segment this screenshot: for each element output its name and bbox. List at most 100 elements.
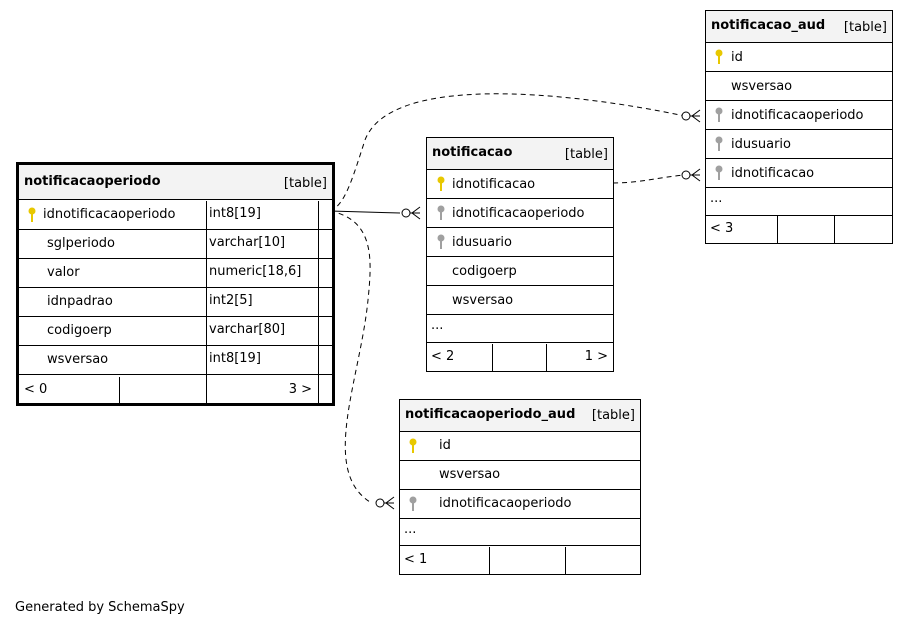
column-name: idnotificacaoperiodo [439, 496, 572, 511]
more-columns[interactable]: ... [400, 519, 640, 546]
relation-aud-notificacao [612, 174, 686, 184]
table-header: notificacaoperiodo_aud [table] [400, 400, 640, 432]
primary-key-icon [408, 438, 418, 454]
table-footer: < 1 [400, 547, 640, 574]
table-row[interactable]: idnotificacaoperiodo [400, 490, 640, 519]
table-row[interactable]: wsversao int8[19] [19, 346, 332, 375]
table-notificacao[interactable]: notificacao [table] idnotificacao idnoti… [426, 137, 614, 372]
column-type: int8[19] [209, 206, 261, 221]
table-row[interactable]: codigoerp [427, 257, 613, 286]
relation-notificacao-periodo [329, 210, 401, 214]
children-count[interactable]: 3 > [288, 382, 312, 397]
footer-divider [492, 344, 493, 371]
table-row[interactable]: id [400, 432, 640, 461]
parents-count[interactable]: < 2 [431, 349, 455, 364]
table-row[interactable]: idnotificacaoperiodo [427, 199, 613, 228]
table-footer: < 3 [706, 216, 892, 243]
generator-credit: Generated by SchemaSpy [15, 600, 185, 615]
table-notificacao-aud[interactable]: notificacao_aud [table] id wsversao idno… [705, 10, 893, 244]
column-name: wsversao [47, 352, 109, 367]
table-header: notificacao [table] [427, 138, 613, 170]
table-notificacaoperiodo[interactable]: notificacaoperiodo [table] idnotificacao… [16, 162, 335, 406]
column-name: idusuario [731, 137, 791, 152]
parents-count[interactable]: < 0 [24, 382, 48, 397]
column-divider [206, 201, 207, 403]
column-name: sglperiodo [47, 236, 116, 251]
foreign-key-icon [714, 165, 724, 181]
table-header: notificacaoperiodo [table] [19, 165, 332, 200]
table-name[interactable]: notificacaoperiodo [24, 174, 161, 189]
column-type: int2[5] [209, 293, 253, 308]
column-type: numeric[18,6] [209, 264, 302, 279]
table-kind: [table] [843, 20, 887, 35]
table-name[interactable]: notificacao_aud [711, 18, 826, 33]
table-kind: [table] [591, 408, 635, 423]
table-kind: [table] [564, 147, 608, 162]
table-kind: [table] [283, 176, 327, 191]
column-name: wsversao [731, 79, 793, 94]
table-row[interactable]: wsversao [400, 461, 640, 490]
column-name: codigoerp [452, 264, 517, 279]
table-row[interactable]: codigoerp varchar[80] [19, 317, 332, 346]
foreign-key-icon [408, 496, 418, 512]
column-type: int8[19] [209, 351, 261, 366]
column-name: id [439, 438, 451, 453]
footer-divider [834, 216, 835, 243]
column-name: idnotificacaoperiodo [731, 108, 864, 123]
table-row[interactable]: idnpadrao int2[5] [19, 288, 332, 317]
table-footer: < 0 3 > [19, 377, 332, 403]
table-footer: < 2 1 > [427, 344, 613, 371]
crowfoot-notificacaoperiodo-aud [375, 496, 395, 510]
footer-divider [565, 547, 566, 574]
footer-divider [777, 216, 778, 243]
foreign-key-icon [436, 234, 446, 250]
table-row[interactable]: idusuario [427, 228, 613, 257]
more-columns[interactable]: ... [427, 315, 613, 343]
ellipsis: ... [710, 191, 723, 206]
column-name: wsversao [452, 293, 514, 308]
column-type: varchar[10] [209, 235, 286, 250]
crowfoot-notificacao [401, 206, 421, 220]
column-type: varchar[80] [209, 322, 286, 337]
foreign-key-icon [714, 107, 724, 123]
column-name: idnotificacao [452, 177, 536, 192]
relation-aud-periodo [329, 93, 686, 212]
table-row[interactable]: idnotificacaoperiodo [706, 101, 892, 130]
table-row[interactable]: idnotificacaoperiodo int8[19] [19, 201, 332, 230]
table-row[interactable]: sglperiodo varchar[10] [19, 230, 332, 259]
table-row[interactable]: idusuario [706, 130, 892, 159]
column-name: id [731, 50, 743, 65]
table-notificacaoperiodo-aud[interactable]: notificacaoperiodo_aud [table] id wsvers… [399, 399, 641, 575]
table-row[interactable]: idnotificacao [706, 159, 892, 188]
column-name: idnotificacao [731, 166, 815, 181]
more-columns[interactable]: ... [706, 188, 892, 216]
table-row[interactable]: wsversao [427, 286, 613, 315]
table-row[interactable]: valor numeric[18,6] [19, 259, 332, 288]
column-name: codigoerp [47, 323, 112, 338]
column-name: wsversao [439, 467, 501, 482]
ellipsis: ... [431, 318, 444, 333]
primary-key-icon [27, 207, 37, 223]
foreign-key-icon [436, 205, 446, 221]
relation-periodo-aud [329, 210, 371, 503]
column-name: idnotificacaoperiodo [452, 206, 585, 221]
primary-key-icon [436, 176, 446, 192]
column-divider [318, 201, 319, 403]
column-name: idusuario [452, 235, 512, 250]
parents-count[interactable]: < 1 [404, 552, 428, 567]
crowfoot-notificacao-aud-2 [681, 168, 701, 182]
column-name: idnotificacaoperiodo [43, 207, 176, 222]
parents-count[interactable]: < 3 [710, 221, 734, 236]
children-count[interactable]: 1 > [584, 349, 608, 364]
footer-divider [489, 547, 490, 574]
table-name[interactable]: notificacao [432, 145, 513, 160]
footer-divider [119, 377, 120, 403]
crowfoot-notificacao-aud-1 [681, 109, 701, 123]
table-row[interactable]: wsversao [706, 72, 892, 101]
table-name[interactable]: notificacaoperiodo_aud [405, 407, 576, 422]
table-row[interactable]: id [706, 43, 892, 72]
column-name: idnpadrao [47, 294, 113, 309]
table-row[interactable]: idnotificacao [427, 170, 613, 199]
footer-divider [546, 344, 547, 371]
